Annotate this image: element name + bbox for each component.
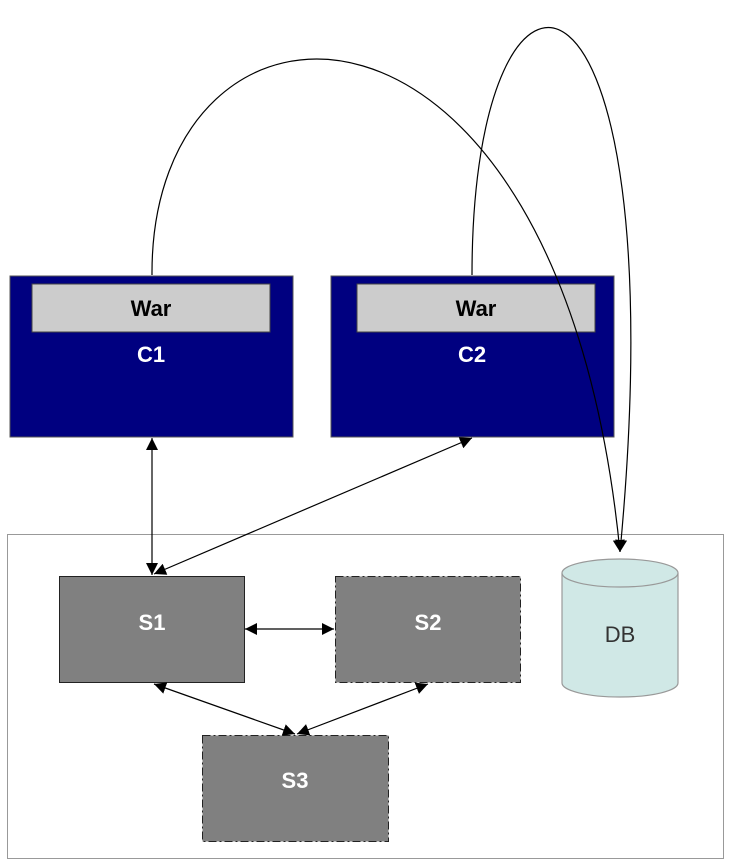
database-cylinder-top (561, 558, 679, 588)
server-label-s3: S3 (282, 768, 309, 793)
server-box-s3 (202, 735, 389, 842)
database-label: DB (605, 622, 636, 647)
edge-c2-db (471, 26, 632, 553)
war-label-c2: War (456, 296, 497, 321)
server-node-s2[interactable]: S2 (335, 576, 521, 683)
server-node-s1[interactable]: S1 (59, 576, 245, 683)
database-cylinder-body (561, 573, 679, 698)
edge-c1-db (151, 58, 625, 553)
edge-s2-s3 (296, 682, 429, 736)
client-node-c2[interactable]: War C2 (330, 275, 615, 438)
server-box-s2 (335, 576, 521, 683)
server-box-s1 (59, 576, 245, 683)
edge-c2-s1 (153, 437, 473, 575)
server-label-s2: S2 (415, 610, 442, 635)
war-box-c1 (31, 283, 271, 333)
server-label-s1: S1 (139, 610, 166, 635)
client-label-c1: C1 (137, 342, 165, 367)
database-node[interactable]: DB (561, 558, 679, 698)
edge-s1-s3 (153, 682, 296, 736)
war-box-c2 (356, 283, 596, 333)
client-label-c2: C2 (458, 342, 486, 367)
server-node-s3[interactable]: S3 (202, 735, 389, 842)
war-label-c1: War (131, 296, 172, 321)
client-node-c1[interactable]: War C1 (9, 275, 294, 438)
